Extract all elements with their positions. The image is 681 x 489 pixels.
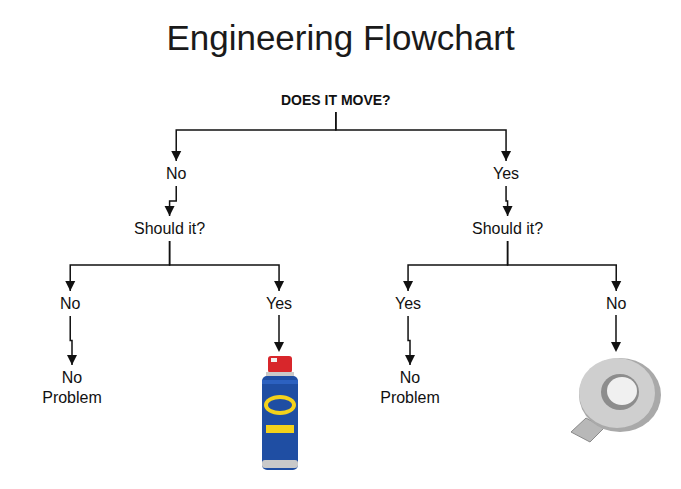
flow-step: DOES IT MOVE? [278, 89, 394, 111]
flow-connector [503, 186, 513, 216]
arrow-head [503, 206, 513, 216]
wd40-can [262, 356, 298, 470]
flow-step: No Problem [372, 367, 448, 409]
arrow-head [403, 281, 413, 291]
step-text: Should it? [134, 219, 205, 239]
flow-connector [508, 241, 622, 291]
step-text: No Problem [375, 368, 445, 408]
step-text: Yes [395, 294, 421, 314]
flow-step: Yes [392, 293, 424, 315]
flow-connector [171, 112, 336, 161]
side-arrows [274, 314, 621, 352]
flow-connector [336, 112, 511, 161]
step-text: No [606, 294, 626, 314]
flow-connector [405, 316, 415, 365]
arrow-head [274, 281, 284, 291]
step-text: DOES IT MOVE? [281, 90, 391, 110]
flow-step: Yes [263, 293, 295, 315]
connector-line [408, 241, 508, 291]
flow-connector [65, 241, 169, 291]
flow-connector [170, 241, 284, 291]
arrow-head [67, 355, 77, 365]
arrow-head [501, 151, 511, 161]
flow-step: Should it? [469, 218, 546, 240]
flow-connector [403, 241, 508, 291]
duct-tape-roll [571, 358, 661, 442]
arrow-head [65, 281, 75, 291]
chart-title: Engineering Flowchart [0, 18, 681, 58]
flow-connector [67, 316, 77, 365]
connector-line [336, 112, 506, 161]
step-text: Yes [493, 164, 519, 184]
connector-line [508, 241, 617, 291]
flow-step: No [603, 293, 629, 315]
arrow-head [165, 206, 175, 216]
connector-line [170, 241, 279, 291]
flow-step: No [163, 163, 189, 185]
step-text: No [166, 164, 186, 184]
step-text: Yes [266, 294, 292, 314]
flow-step: Yes [490, 163, 522, 185]
flow-step: Should it? [131, 218, 208, 240]
arrow-head [171, 151, 181, 161]
flow-connector [165, 186, 177, 216]
flow-step: No Problem [34, 367, 110, 409]
arrow-head [405, 355, 415, 365]
connector-line [70, 241, 169, 291]
step-text: No Problem [37, 368, 107, 408]
flow-step: No [57, 293, 83, 315]
connector-line [176, 112, 336, 161]
step-text: No [60, 294, 80, 314]
step-text: Should it? [472, 219, 543, 239]
arrow-head [611, 281, 621, 291]
